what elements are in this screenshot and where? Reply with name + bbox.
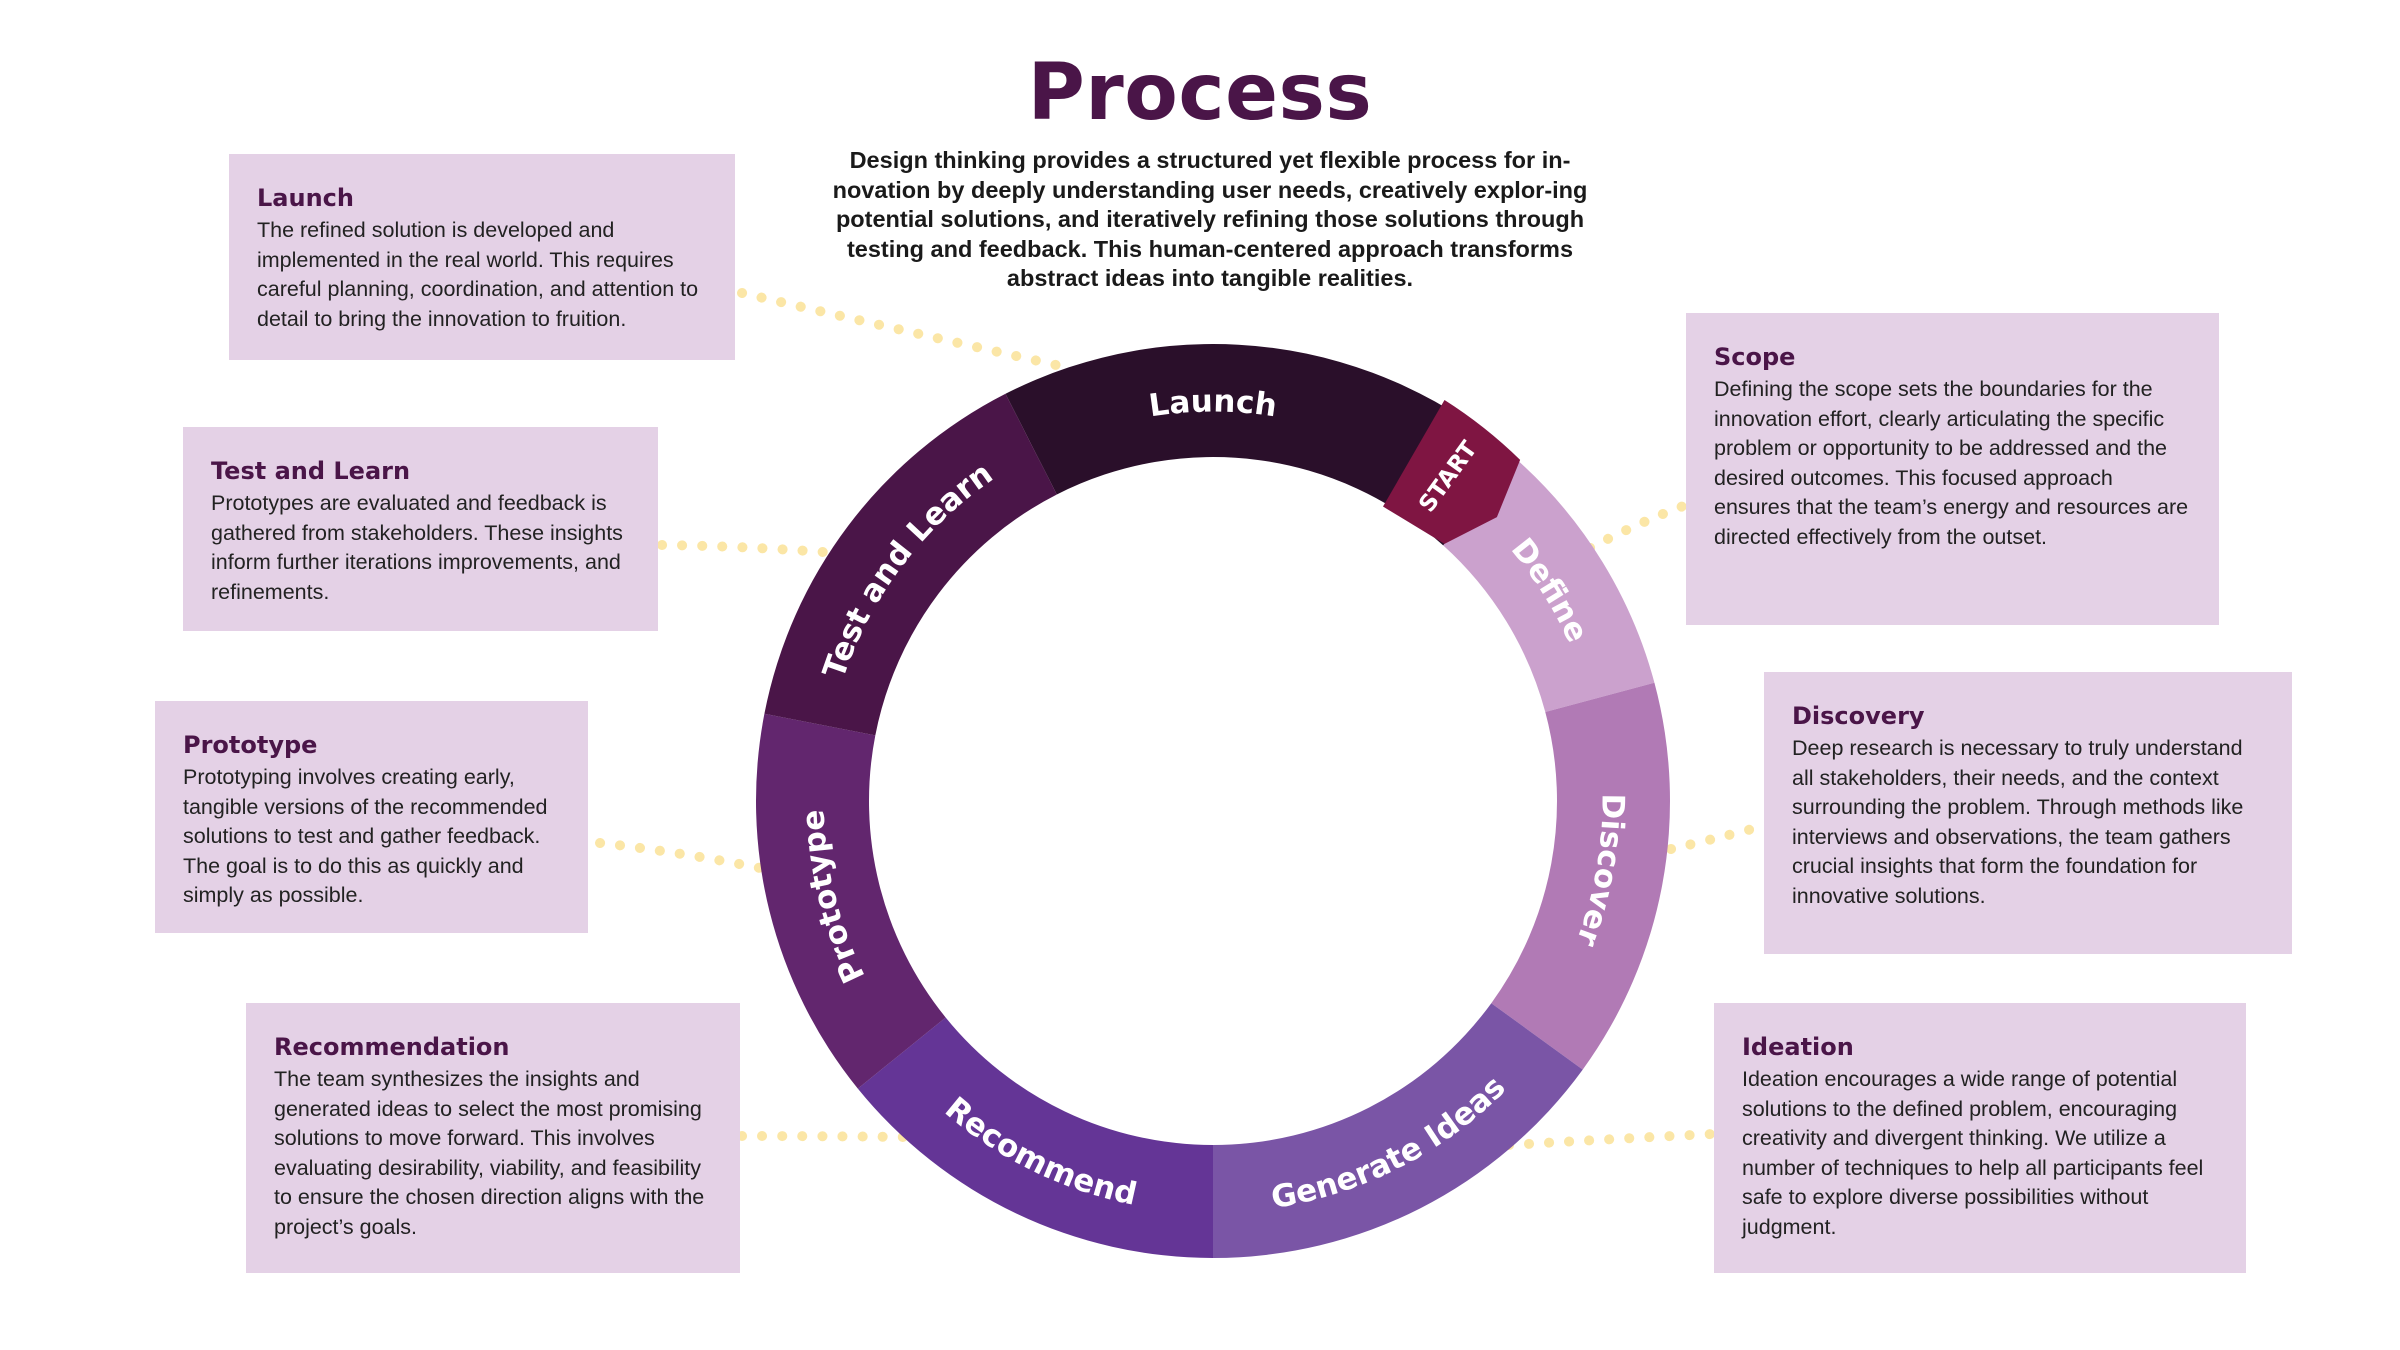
segment-generate-ideas — [1213, 1003, 1583, 1258]
card-recommendation: Recommendation The team synthesizes the … — [246, 1003, 740, 1273]
connector-prototype — [595, 838, 765, 873]
segment-recommend — [857, 1017, 1213, 1258]
card-title: Scope — [1714, 343, 1796, 371]
connector-ideation — [1504, 1129, 1717, 1150]
card-body: Ideation encourages a wide range of pote… — [1742, 1067, 2204, 1239]
card-body: Deep research is necessary to truly unde… — [1792, 736, 2244, 908]
card-title: Launch — [257, 184, 354, 212]
connector-launch — [737, 288, 1070, 372]
segment-prototype — [755, 713, 946, 1089]
card-ideation: Ideation Ideation encourages a wide rang… — [1714, 1003, 2246, 1273]
wheel-segments — [755, 344, 1671, 1258]
intro-text: Design thinking provides a structured ye… — [832, 147, 1588, 291]
connector-recommendation — [737, 1131, 910, 1142]
card-title: Ideation — [1742, 1033, 1854, 1061]
card-body: The refined solution is developed and im… — [257, 218, 699, 331]
segment-discover — [1491, 682, 1671, 1070]
connector-discovery — [1666, 824, 1757, 854]
segment-test-and-learn — [764, 393, 1057, 736]
segment-define — [1443, 461, 1655, 712]
connector-test-and-learn — [657, 540, 828, 557]
card-title: Recommendation — [274, 1033, 510, 1061]
card-body: Prototyping involves creating early, tan… — [183, 765, 548, 907]
card-prototype: Prototype Prototyping involves creating … — [155, 701, 588, 933]
card-discovery: Discovery Deep research is necessary to … — [1764, 672, 2292, 954]
card-title: Discovery — [1792, 702, 1925, 730]
card-scope: Scope Defining the scope sets the bounda… — [1686, 313, 2219, 625]
card-launch: Launch The refined solution is developed… — [229, 154, 735, 360]
card-body: The team synthesizes the insights and ge… — [274, 1067, 705, 1239]
card-body: Defining the scope sets the boundaries f… — [1714, 377, 2189, 549]
card-title: Prototype — [183, 731, 318, 759]
card-test-and-learn: Test and Learn Prototypes are evaluated … — [183, 427, 658, 631]
start-tab: START — [1383, 400, 1521, 544]
page-title: Process — [1027, 48, 1373, 138]
start-marker — [1383, 400, 1521, 544]
card-title: Test and Learn — [211, 457, 411, 485]
connector-scope — [1585, 500, 1691, 553]
card-body: Prototypes are evaluated and feedback is… — [211, 491, 623, 604]
connectors — [595, 288, 1757, 1150]
